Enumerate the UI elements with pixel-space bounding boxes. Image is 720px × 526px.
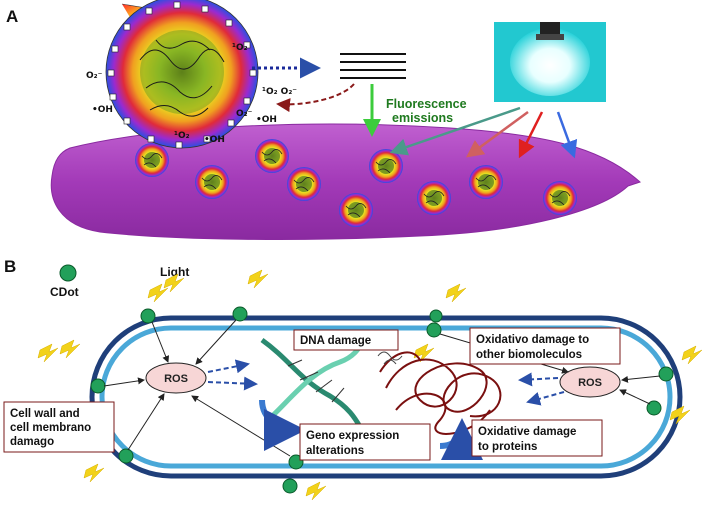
cell-wall-label-line-3: damago <box>10 436 54 448</box>
cdot-particle <box>286 166 322 202</box>
cell-wall-box: Cell wall and cell membrano damago <box>3 401 115 453</box>
gene-expression-box: Geno expression alterations <box>299 423 431 461</box>
lightning-icon <box>305 481 327 501</box>
oxidative-proteins-box: Oxidative damage to proteins <box>471 419 603 457</box>
ros-left-ellipse <box>145 362 207 394</box>
cell-membrane-inner <box>99 325 673 469</box>
light-bulb-icon <box>494 22 606 102</box>
cdot-particle <box>368 148 404 184</box>
ros-damage-arrows <box>207 359 565 406</box>
fluorescence-label-line-1: Fluorescence <box>386 97 467 111</box>
cdot-legend-label: CDot <box>50 285 79 299</box>
ros-symbol-hydroxyl: •OH <box>92 105 113 115</box>
oxidative-proteins-label-line-2: to proteins <box>478 441 537 453</box>
dna-damage-box: DNA damage <box>293 329 399 351</box>
lightning-icon <box>669 405 691 425</box>
protein-flow-arrow <box>439 418 483 461</box>
fluorescence-label-line-2: emissions <box>392 111 453 125</box>
cdot <box>426 322 442 338</box>
lightning-icon <box>37 343 59 363</box>
energy-transfer-arrow <box>276 83 355 113</box>
ros-symbol-superoxide: O₂⁻ <box>236 109 253 119</box>
cdot-particle <box>194 164 230 200</box>
gene-expression-flow-arrow <box>259 399 306 451</box>
bacterium-cell-body <box>50 123 641 240</box>
ros-symbol-superoxide: O₂⁻ <box>86 71 103 81</box>
large-carbon-dot <box>105 0 259 149</box>
lightning-icon <box>59 339 81 359</box>
cdot <box>140 308 156 324</box>
panel-a-letter: A <box>6 7 18 26</box>
ros-symbol-singlet-oxygen: ¹O₂ <box>174 131 190 141</box>
oxidative-other-label-line-2: other biomoleculos <box>476 349 582 361</box>
cdot <box>658 366 674 382</box>
light-legend-label: Light <box>160 265 189 279</box>
cdot-legend-icon <box>59 264 77 282</box>
gene-expression-label-line-1: Geno expression <box>306 430 399 442</box>
panel-b-letter: B <box>4 257 16 276</box>
cdot <box>429 309 443 323</box>
energy-level-lines <box>340 53 406 79</box>
light-ray-arrow <box>518 111 544 159</box>
oxidative-other-box: Oxidativo damage to other biomoleculos <box>469 327 621 365</box>
ros-right-ellipse <box>559 366 621 398</box>
cdot-particle <box>542 180 578 216</box>
cdot-particle <box>416 180 452 216</box>
oxidative-proteins-label-line-1: Oxidative damage <box>478 426 576 438</box>
ros-symbol-singlet-oxygen: ¹O₂ <box>232 43 248 53</box>
cdot <box>90 378 106 394</box>
cdot <box>646 400 662 416</box>
ros-right-label: ROS <box>578 377 602 389</box>
ros-left-label: ROS <box>164 373 188 385</box>
cdot <box>232 306 248 322</box>
cdot-particle <box>254 138 290 174</box>
cdot <box>118 448 134 464</box>
small-filaments-icon <box>377 351 403 365</box>
ros-symbol-hydroxyl: •OH <box>204 135 225 145</box>
gene-expression-label-line-2: alterations <box>306 445 364 457</box>
dna-damage-label: DNA damage <box>300 335 371 347</box>
light-ray-arrow <box>556 111 578 159</box>
lightning-icon <box>247 269 269 289</box>
cdot-particle <box>134 142 170 178</box>
oxidative-other-label-line-1: Oxidativo damage to <box>476 334 589 346</box>
light-ray-arrow <box>389 106 521 156</box>
cdot <box>282 478 298 494</box>
dna-helix-icon <box>260 337 367 432</box>
ros-symbol-oxygen-pair: ¹O₂ O₂⁻ <box>262 87 297 97</box>
ros-symbol-hydroxyl: •OH <box>256 115 277 125</box>
cdot-particle <box>468 164 504 200</box>
lightning-icon <box>445 283 467 303</box>
light-ray-arrow <box>465 110 529 158</box>
cdot-particle <box>338 192 374 228</box>
cell-wall-label-line-1: Cell wall and <box>10 408 80 420</box>
cell-wall-label-line-2: cell membrano <box>10 422 91 434</box>
lightning-icon <box>681 345 703 365</box>
cell-wall-outer <box>89 315 683 479</box>
lightning-icon <box>83 463 105 483</box>
